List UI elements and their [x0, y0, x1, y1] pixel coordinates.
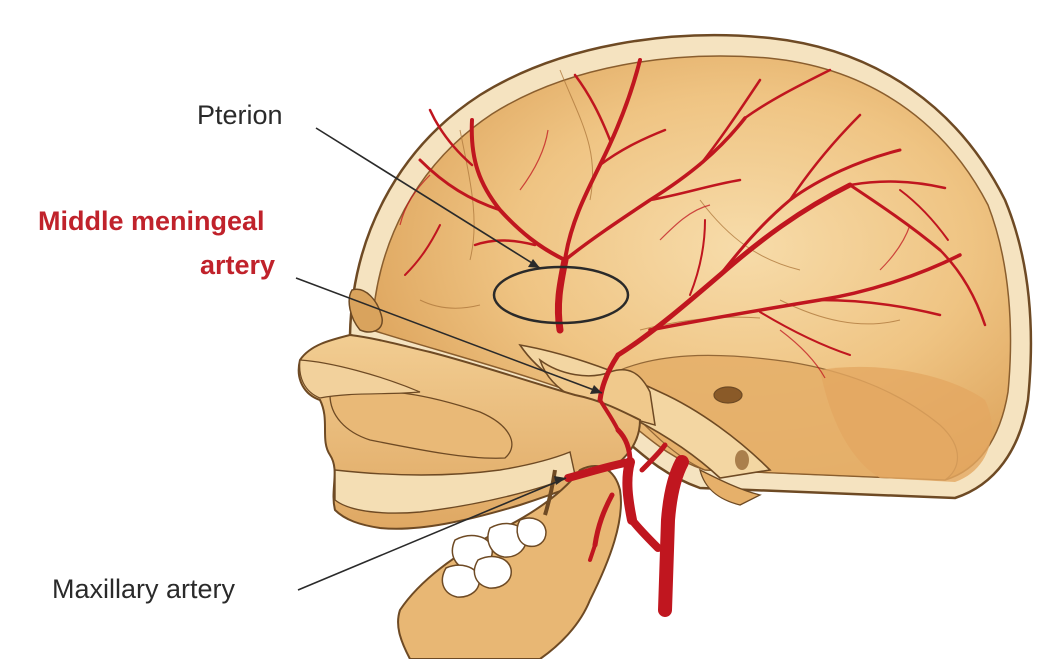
pterion-label: Pterion: [197, 100, 283, 131]
external-carotid: [627, 462, 632, 520]
foramen-spinosum: [735, 450, 749, 470]
middle-meningeal-label-line1: Middle meningeal: [38, 206, 265, 237]
foramen-ovale: [714, 387, 742, 403]
maxillary-artery-label: Maxillary artery: [52, 574, 235, 605]
internal-carotid: [665, 462, 682, 610]
middle-meningeal-label-line2: artery: [200, 250, 275, 281]
